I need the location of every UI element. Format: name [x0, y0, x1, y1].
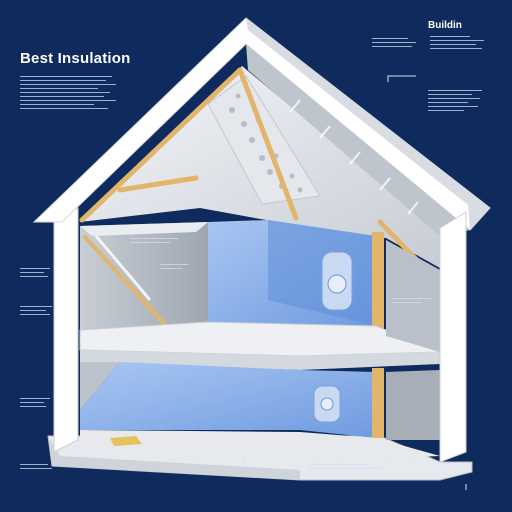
- radiator-icon: [313, 385, 341, 423]
- left-exterior-wall: [53, 207, 79, 453]
- ground-floor-blue-room: [80, 362, 384, 438]
- right-annotation-block-2: [430, 36, 490, 52]
- ground-floor-surface: [80, 430, 440, 462]
- room-annotation-1: [130, 238, 190, 246]
- brand-label: Buildin: [428, 20, 462, 31]
- left-annotation-block-4: [20, 398, 60, 410]
- upper-floor-left-room: [80, 222, 208, 332]
- right-annotation-block-1: [372, 38, 442, 50]
- page-title: Best Insulation: [20, 50, 131, 67]
- left-annotation-block-3: [20, 306, 60, 318]
- left-annotation-block: [20, 76, 120, 112]
- roof-rafters: [79, 67, 443, 287]
- ground-floor-right-room: [386, 370, 440, 440]
- left-annotation-block-2: [20, 268, 60, 280]
- boiler-icon: [321, 251, 353, 311]
- right-exterior-wall: [439, 211, 467, 463]
- room-annotation-3: [392, 298, 442, 306]
- room-annotation-2: [160, 264, 200, 272]
- right-annotation-block-3: [428, 90, 488, 114]
- upper-floor-right-room: [386, 240, 440, 352]
- left-annotation-block-5: [20, 464, 60, 472]
- upper-floor-blue-room: [208, 220, 384, 342]
- bottom-annotation: [310, 464, 380, 472]
